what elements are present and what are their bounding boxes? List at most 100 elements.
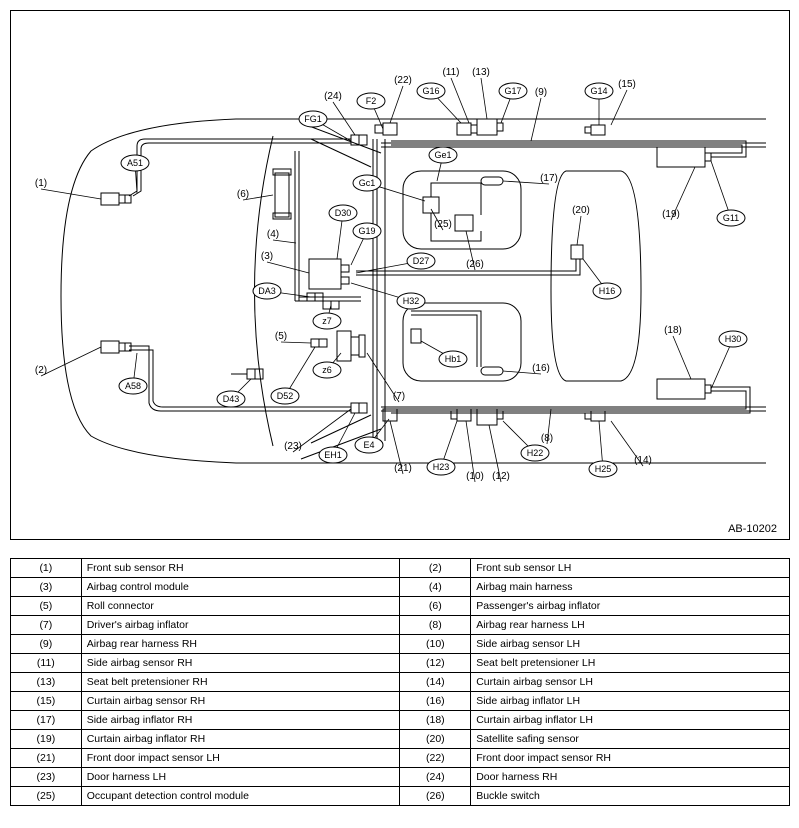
connector-oval: H25 <box>588 460 618 478</box>
connector-oval: Gc1 <box>352 174 382 192</box>
connector-oval: EH1 <box>318 446 348 464</box>
callout-label: (5) <box>275 331 287 342</box>
legend-right-name: Side airbag inflator LH <box>470 691 790 711</box>
legend-left-number: (15) <box>10 691 82 711</box>
legend-left-number: (19) <box>10 729 82 749</box>
legend-left-name: Door harness LH <box>80 767 401 787</box>
legend-row: (11)Side airbag sensor RH(12)Seat belt p… <box>10 653 790 673</box>
connector-label: Hb1 <box>445 354 462 364</box>
legend-row: (9)Airbag rear harness RH(10)Side airbag… <box>10 634 790 654</box>
legend-left-name: Seat belt pretensioner RH <box>80 672 401 692</box>
airbag-control-module <box>308 258 342 290</box>
legend-row: (25)Occupant detection control module(26… <box>10 786 790 806</box>
leader-line <box>502 370 542 375</box>
connector-oval: G17 <box>498 82 528 100</box>
leader-line <box>546 408 552 445</box>
legend-left-number: (13) <box>10 672 82 692</box>
legend-left-name: Roll connector <box>80 596 401 616</box>
leader-line <box>266 261 310 274</box>
legend-right-number: (24) <box>399 767 472 787</box>
callout-label: (3) <box>261 251 273 262</box>
connector-label: DA3 <box>258 286 276 296</box>
rear-seat <box>550 170 642 382</box>
legend-left-name: Occupant detection control module <box>80 786 401 806</box>
connector-label: G17 <box>504 86 521 96</box>
connector-label: D30 <box>335 208 352 218</box>
connector-oval: F2 <box>356 92 386 110</box>
connector-oval: D43 <box>216 390 246 408</box>
legend-right-name: Door harness RH <box>470 767 790 787</box>
connector-label: z6 <box>322 365 332 375</box>
connector-oval: z7 <box>312 312 342 330</box>
leader-line <box>670 166 696 221</box>
legend-right-name: Curtain airbag inflator LH <box>470 710 790 730</box>
callout-label: (9) <box>535 87 547 98</box>
callout-label: (23) <box>284 441 302 452</box>
legend-right-number: (6) <box>399 596 472 616</box>
leader-line <box>272 239 297 244</box>
connector-label: Gc1 <box>359 178 376 188</box>
connector-label: G19 <box>358 226 375 236</box>
connector-label: EH1 <box>324 450 342 460</box>
legend-row: (23)Door harness LH(24)Door harness RH <box>10 767 790 787</box>
legend-right-name: Airbag rear harness LH <box>470 615 790 635</box>
legend-row: (5)Roll connector(6)Passenger's airbag i… <box>10 596 790 616</box>
legend-right-name: Passenger's airbag inflator <box>470 596 790 616</box>
leader-line <box>366 352 400 403</box>
leader-line <box>242 194 274 201</box>
legend-left-number: (21) <box>10 748 82 768</box>
legend-left-number: (17) <box>10 710 82 730</box>
legend-left-name: Airbag control module <box>80 577 401 597</box>
connector-oval: G14 <box>584 82 614 100</box>
leader-line <box>502 180 550 185</box>
legend-row: (1)Front sub sensor RH(2)Front sub senso… <box>10 558 790 578</box>
connector-oval: E4 <box>354 436 384 454</box>
legend-row: (17)Side airbag inflator RH(18)Curtain a… <box>10 710 790 730</box>
connector-label: D43 <box>223 394 240 404</box>
leader-line <box>488 424 502 483</box>
legend-left-name: Side airbag inflator RH <box>80 710 401 730</box>
roll-connector <box>336 330 352 362</box>
leader-line <box>710 338 734 390</box>
car-body-outline <box>60 118 766 464</box>
legend-left-name: Airbag rear harness RH <box>80 634 401 654</box>
leader-line <box>465 420 476 483</box>
legend-right-number: (10) <box>399 634 472 654</box>
buckle-switch <box>454 214 474 232</box>
legend-left-number: (11) <box>10 653 82 673</box>
connector-oval: A51 <box>120 154 150 172</box>
connector-label: H22 <box>527 448 544 458</box>
leader-line <box>710 160 732 219</box>
connector-label: G14 <box>590 86 607 96</box>
legend-left-number: (5) <box>10 596 82 616</box>
legend-right-name: Satellite safing sensor <box>470 729 790 749</box>
callout-label: (2) <box>35 365 47 376</box>
legend-row: (21)Front door impact sensor LH(22)Front… <box>10 748 790 768</box>
legend-right-name: Front sub sensor LH <box>470 558 790 578</box>
leader-line <box>40 346 102 377</box>
connector-label: A51 <box>127 158 143 168</box>
legend-left-number: (25) <box>10 786 82 806</box>
leader-line <box>389 420 404 475</box>
legend-right-name: Side airbag sensor LH <box>470 634 790 654</box>
connector-label: A58 <box>125 381 141 391</box>
leader-line <box>530 97 542 142</box>
legend-row: (13)Seat belt pretensioner RH(14)Curtain… <box>10 672 790 692</box>
legend-right-number: (4) <box>399 577 472 597</box>
curtain-airbag-inflator-lh <box>656 378 706 400</box>
connector-label: F2 <box>366 96 377 106</box>
leader-line <box>480 77 488 120</box>
connector-oval: Hb1 <box>438 350 468 368</box>
legend-row: (3)Airbag control module(4)Airbag main h… <box>10 577 790 597</box>
callout-label: (18) <box>664 325 682 336</box>
legend-left-number: (7) <box>10 615 82 635</box>
callout-label: (17) <box>540 173 558 184</box>
leader-line <box>576 215 582 246</box>
legend-right-number: (22) <box>399 748 472 768</box>
connector-oval: A58 <box>118 377 148 395</box>
callout-label: (13) <box>472 67 490 78</box>
legend-left-name: Side airbag sensor RH <box>80 653 401 673</box>
callout-label: (6) <box>237 189 249 200</box>
leader-line <box>284 346 316 397</box>
legend-right-name: Airbag main harness <box>470 577 790 597</box>
